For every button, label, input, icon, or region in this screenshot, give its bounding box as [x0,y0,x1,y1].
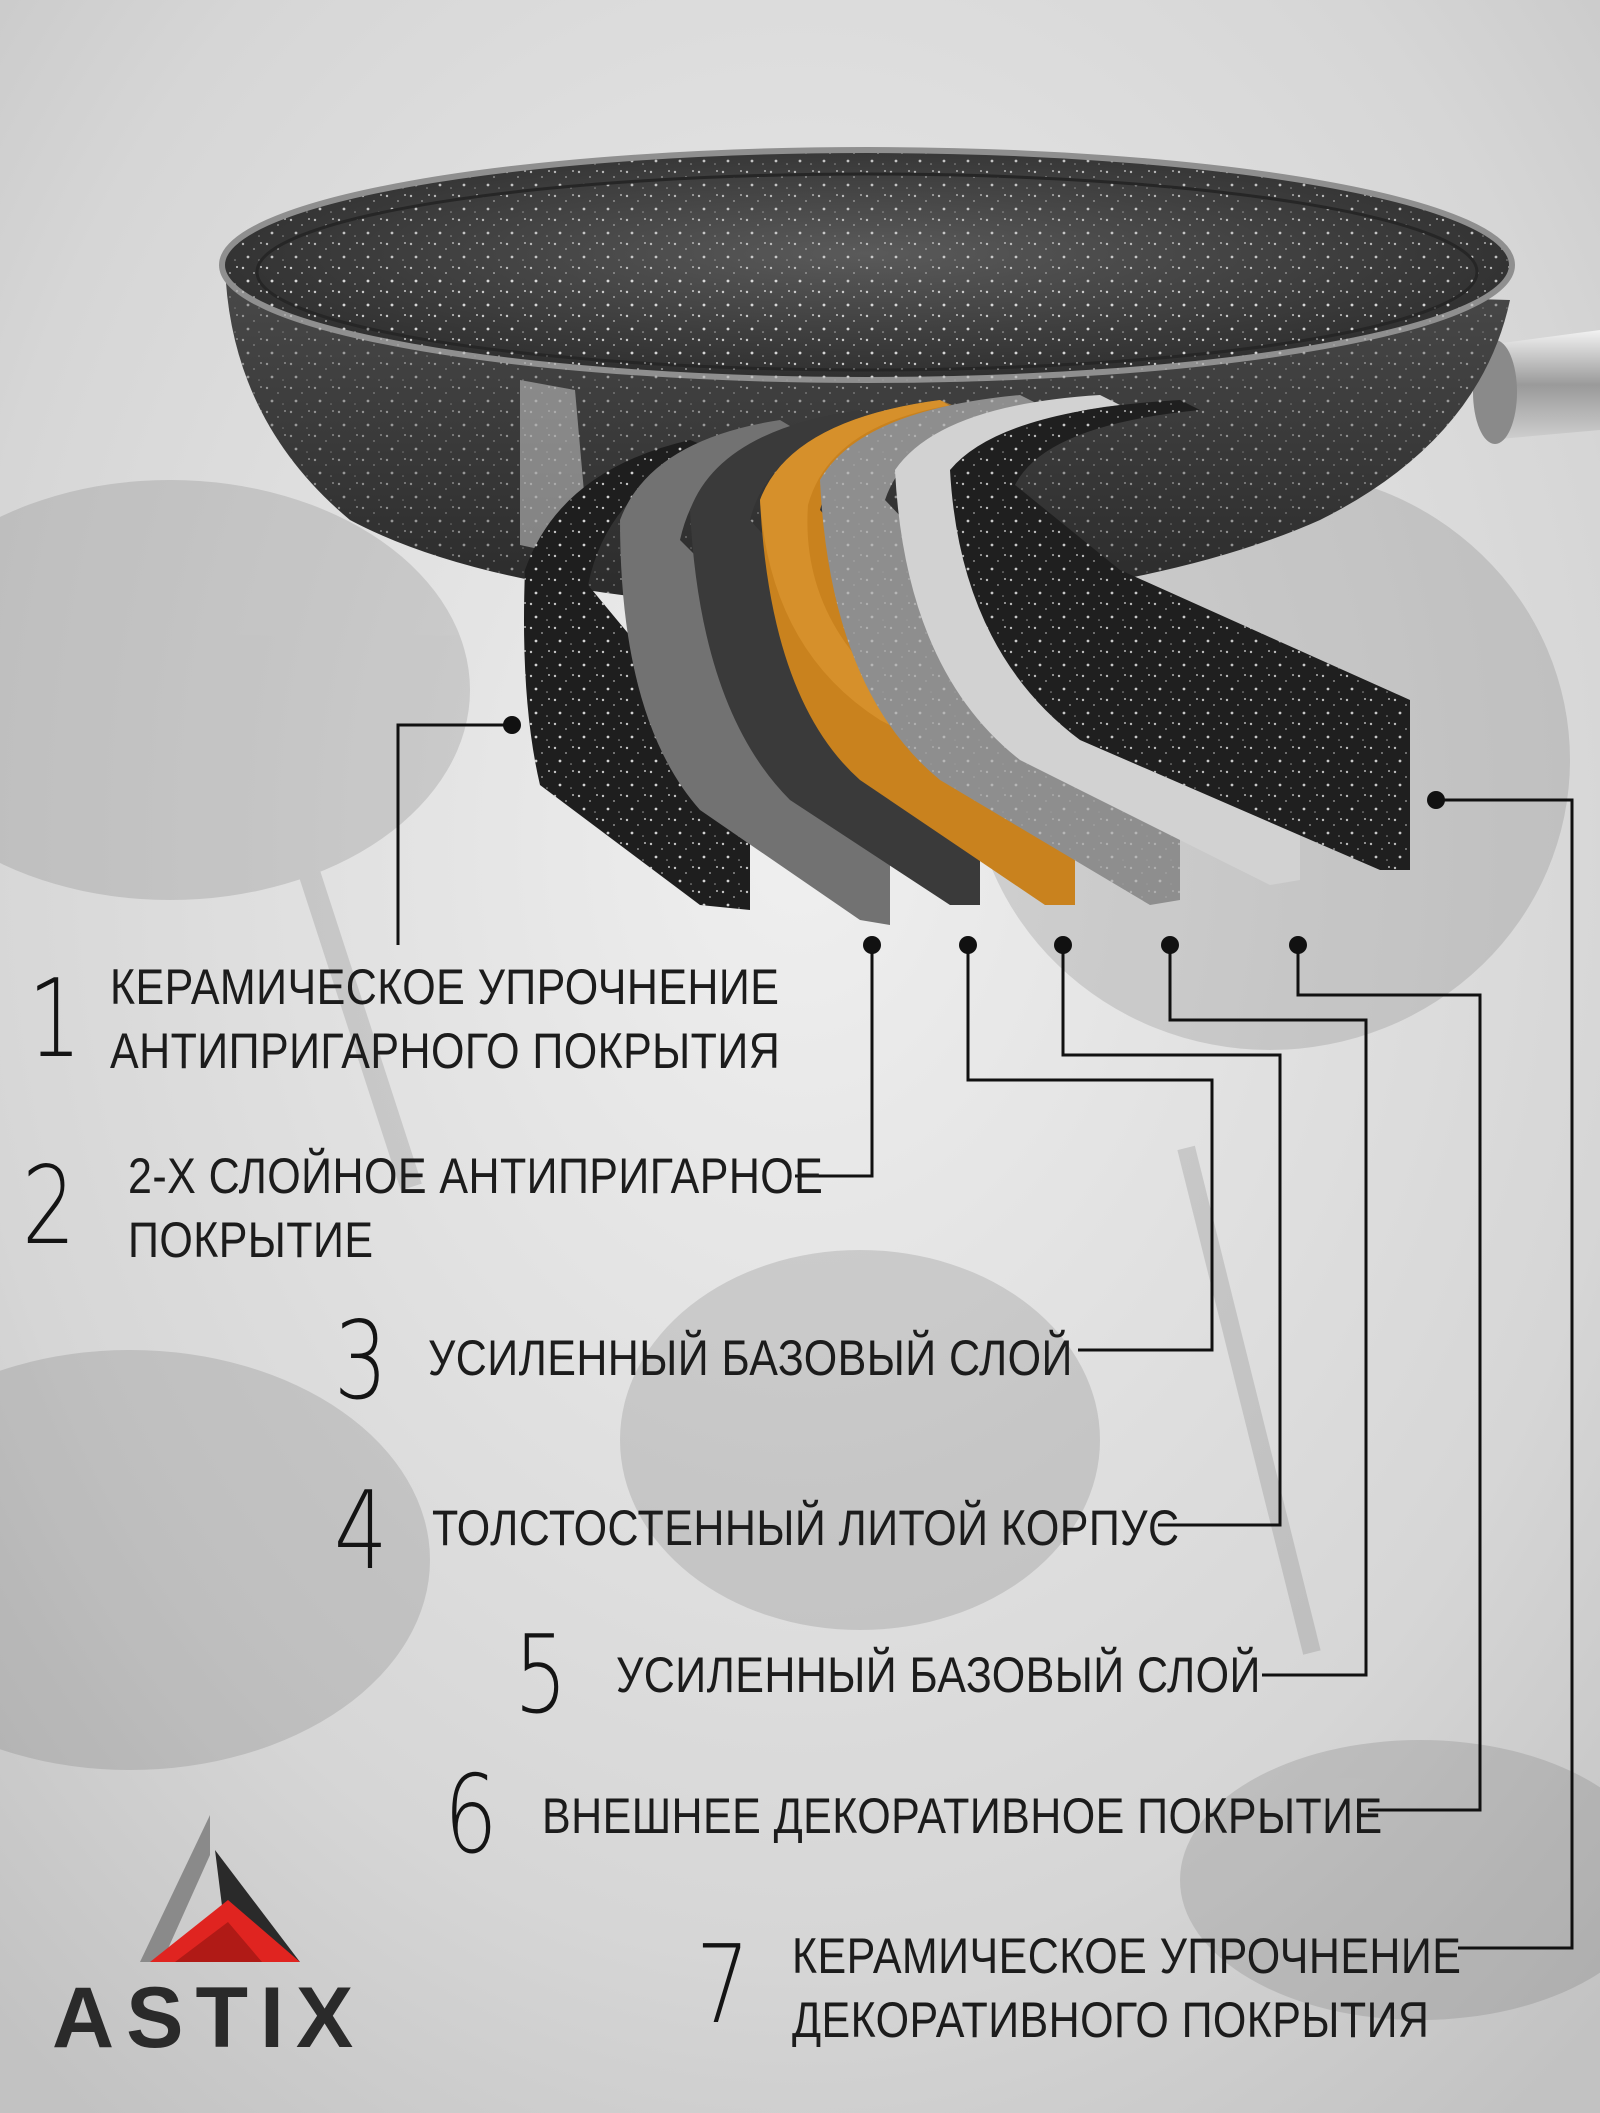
astix-logo-mark [140,1815,300,1962]
layer-7-number: 7 [696,1923,750,2048]
layer-6-line-1: ВНЕШНЕЕ ДЕКОРАТИВНОЕ ПОКРЫТИЕ [542,1788,1383,1844]
layer-7-line-2: ДЕКОРАТИВНОГО ПОКРЫТИЯ [792,1992,1430,2048]
layer-2-line-1: 2-Х СЛОЙНОЕ АНТИПРИГАРНОЕ [128,1148,824,1204]
layer-2-label: 2-Х СЛОЙНОЕ АНТИПРИГАРНОЕ ПОКРЫТИЕ [128,1144,823,1272]
layer-4-line-1: ТОЛСТОСТЕННЫЙ ЛИТОЙ КОРПУС [432,1500,1180,1556]
layer-7-line-1: КЕРАМИЧЕСКОЕ УПРОЧНЕНИЕ [792,1928,1462,1984]
layer-4-number: 4 [334,1469,388,1594]
layer-2-line-2: ПОКРЫТИЕ [128,1212,374,1268]
layer-2-number: 2 [22,1144,76,1269]
layer-1-number: 1 [28,957,82,1082]
layer-cross-section [524,395,1410,925]
layer-6-number: 6 [444,1753,498,1878]
layer-4-label: ТОЛСТОСТЕННЫЙ ЛИТОЙ КОРПУС [432,1496,1179,1560]
layer-6-label: ВНЕШНЕЕ ДЕКОРАТИВНОЕ ПОКРЫТИЕ [542,1784,1383,1848]
brand-name: ASTIX [52,1970,366,2066]
layer-3-label: УСИЛЕННЫЙ БАЗОВЫЙ СЛОЙ [428,1326,1073,1390]
layer-5-label: УСИЛЕННЫЙ БАЗОВЫЙ СЛОЙ [616,1643,1261,1707]
leader-lines [396,723,1574,1950]
layer-3-line-1: УСИЛЕННЫЙ БАЗОВЫЙ СЛОЙ [428,1330,1073,1386]
layer-1-line-1: КЕРАМИЧЕСКОЕ УПРОЧНЕНИЕ [110,959,780,1015]
layer-7-label: КЕРАМИЧЕСКОЕ УПРОЧНЕНИЕ ДЕКОРАТИВНОГО ПО… [792,1924,1461,2052]
layer-1-label: КЕРАМИЧЕСКОЕ УПРОЧНЕНИЕ АНТИПРИГАРНОГО П… [110,955,780,1083]
layer-3-number: 3 [334,1299,388,1424]
layer-1-line-2: АНТИПРИГАРНОГО ПОКРЫТИЯ [110,1023,781,1079]
layer-5-number: 5 [514,1613,568,1738]
layer-5-line-1: УСИЛЕННЫЙ БАЗОВЫЙ СЛОЙ [616,1647,1261,1703]
leader-dots [503,716,1445,954]
